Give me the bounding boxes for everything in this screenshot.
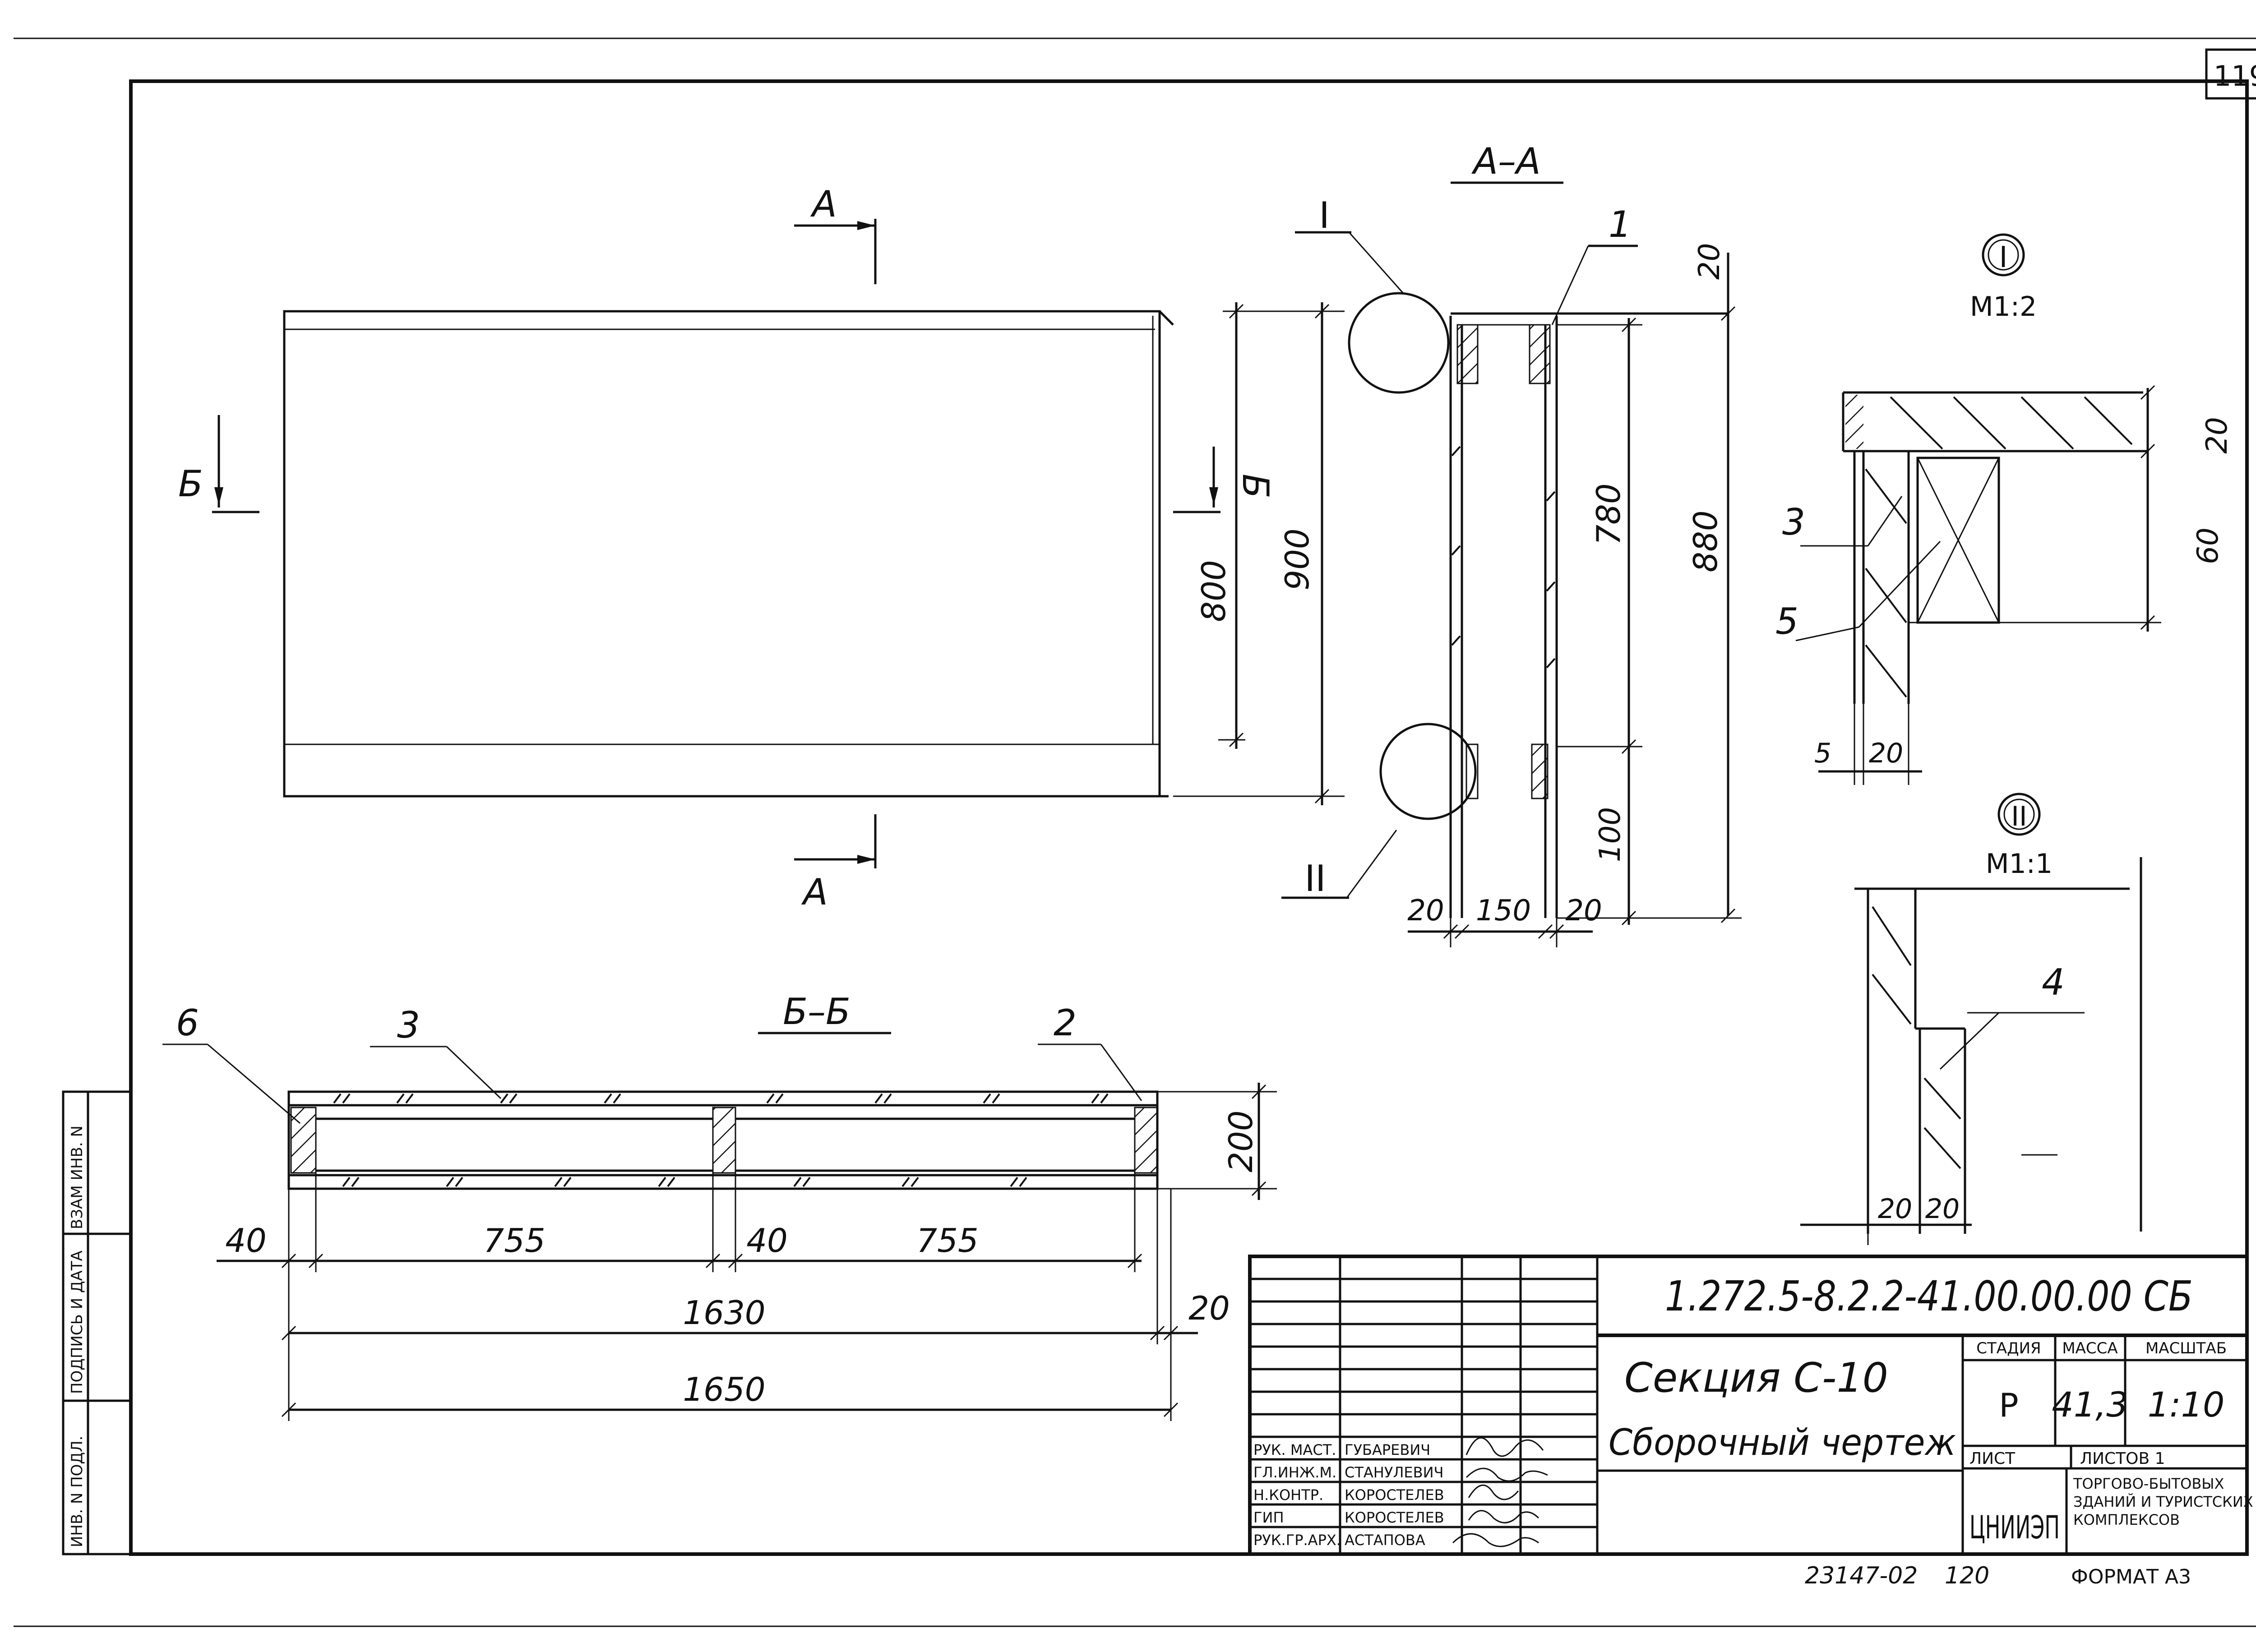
format-label: ФОРМАТ А3 <box>2071 1565 2191 1588</box>
col-mass-header: МАССА <box>2062 1339 2117 1357</box>
dim-bb-755b: 755 <box>916 1222 978 1260</box>
org-logo: ЦНИИЭП <box>1969 1509 2060 1546</box>
page-number: 119 <box>2214 60 2256 92</box>
dim-bb-200: 200 <box>1222 1110 1260 1172</box>
bottom-code: 23147-02 <box>1805 1562 1918 1589</box>
sheet-footer: 23147-02 120 ФОРМАТ А3 <box>1805 1562 2191 1589</box>
section-aa-title: А–А <box>1471 140 1540 182</box>
callout-1: 1 <box>1609 203 1632 245</box>
signer-role-3: Н.КОНТР. <box>1253 1486 1323 1504</box>
callout-4: 4 <box>2042 961 2065 1003</box>
dim-d1-5: 5 <box>1814 738 1831 769</box>
callout-2: 2 <box>1054 1002 1077 1044</box>
signer-name-4: КОРОСТЕЛЕВ <box>1345 1509 1444 1526</box>
detail-2: II М1:1 4 20 20 <box>1800 793 2142 1245</box>
detail1-scale: М1:2 <box>1970 291 2037 323</box>
dim-front-800: 800 <box>1195 560 1233 622</box>
mass-value: 41,3 <box>2052 1384 2128 1425</box>
side-stamp-vzam: ВЗАМ ИНВ. N <box>68 1126 86 1229</box>
sheets-label: ЛИСТОВ 1 <box>2080 1449 2165 1468</box>
callout-6: 6 <box>176 1002 199 1044</box>
dim-aa-w2: 150 <box>1476 894 1531 928</box>
org-line3: КОМПЛЕКСОВ <box>2073 1511 2180 1528</box>
detail-1: I М1:2 20 60 5 20 <box>1775 233 2234 785</box>
dim-aa-w3: 20 <box>1565 894 1602 928</box>
dim-aa-880: 880 <box>1687 510 1724 572</box>
callout-3-bb: 3 <box>397 1004 420 1046</box>
section-bb-title: Б–Б <box>783 991 851 1033</box>
front-view: А А Б Б 900 800 <box>178 183 1345 913</box>
dim-bb-20: 20 <box>1188 1289 1230 1327</box>
doc-name-line2: Сборочный чертеж <box>1609 1421 1956 1463</box>
col-stage-header: СТАДИЯ <box>1976 1339 2041 1357</box>
dim-bb-40b: 40 <box>746 1222 788 1260</box>
org-line2: ЗДАНИЙ И ТУРИСТСКИХ <box>2073 1493 2253 1510</box>
stage-value: Р <box>1999 1386 2018 1424</box>
cut-a-top-label: А <box>810 183 837 225</box>
dim-bb-1630: 1630 <box>683 1294 765 1332</box>
org-line1: ТОРГОВО-БЫТОВЫХ <box>2073 1475 2224 1492</box>
dim-aa-780: 780 <box>1590 483 1627 545</box>
callout-3: 3 <box>1782 501 1805 543</box>
scale-value: 1:10 <box>2148 1384 2225 1425</box>
doc-code: 1.272.5-8.2.2-41.00.00.00 СБ <box>1665 1272 2193 1320</box>
cut-b-left-label: Б <box>178 463 203 505</box>
section-aa: А–А I II 1 20 <box>1281 140 1742 947</box>
dim-aa-w1: 20 <box>1407 894 1444 928</box>
side-stamp-podpis: ПОДПИСЬ И ДАТА <box>68 1251 86 1394</box>
dim-d1-60: 60 <box>2191 527 2225 564</box>
dim-front-900: 900 <box>1278 528 1316 590</box>
sheet-label: ЛИСТ <box>1969 1449 2016 1468</box>
dim-aa-100: 100 <box>1594 807 1627 862</box>
side-stamp-inv-podl: ИНВ. N ПОДЛ. <box>68 1436 86 1547</box>
detail2-scale: М1:1 <box>1986 848 2053 880</box>
side-stamp: ИНВ. N ПОДЛ. ПОДПИСЬ И ДАТА ВЗАМ ИНВ. N <box>62 1090 132 1555</box>
dim-bb-40a: 40 <box>225 1222 267 1260</box>
detail2-mark: II <box>2011 801 2027 832</box>
signer-name-5: АСТАПОВА <box>1345 1532 1425 1549</box>
dim-d1-20b: 20 <box>1869 738 1903 769</box>
signer-role-2: ГЛ.ИНЖ.М. <box>1253 1464 1336 1481</box>
cut-a-bottom-label: А <box>801 871 828 913</box>
title-block: 1.272.5-8.2.2-41.00.00.00 СБ Секция С-10… <box>1248 1255 2253 1556</box>
dim-aa-20: 20 <box>1693 243 1726 280</box>
cut-b-right-label: Б <box>1234 474 1276 498</box>
signer-name-3: КОРОСТЕЛЕВ <box>1345 1486 1444 1504</box>
bottom-number: 120 <box>1945 1562 1989 1589</box>
col-scale-header: МАСШТАБ <box>2145 1339 2227 1357</box>
doc-name-line1: Секция С-10 <box>1624 1354 1888 1402</box>
signer-role-5: РУК.ГР.АРХ. <box>1253 1532 1341 1549</box>
detail2-mark-aa: II <box>1304 858 1326 900</box>
signature-scribbles <box>1452 1437 1548 1547</box>
detail1-mark-aa: I <box>1319 194 1330 236</box>
signer-role-1: РУК. МАСТ. <box>1253 1441 1336 1458</box>
callout-5: 5 <box>1775 600 1798 642</box>
signer-name-2: СТАНУЛЕВИЧ <box>1345 1464 1443 1481</box>
dim-bb-755a: 755 <box>483 1222 545 1260</box>
signer-name-1: ГУБАРЕВИЧ <box>1345 1441 1430 1458</box>
signer-role-4: ГИП <box>1253 1509 1284 1526</box>
dim-bb-1650: 1650 <box>683 1371 765 1408</box>
section-bb: Б–Б 6 <box>162 991 1277 1421</box>
dim-d2-20b: 20 <box>1925 1193 1960 1225</box>
dim-d1-20: 20 <box>2201 417 2234 453</box>
detail1-mark: I <box>1999 241 2008 274</box>
dim-d2-20a: 20 <box>1878 1193 1912 1225</box>
sheet-frame: 119 <box>14 37 2256 1627</box>
